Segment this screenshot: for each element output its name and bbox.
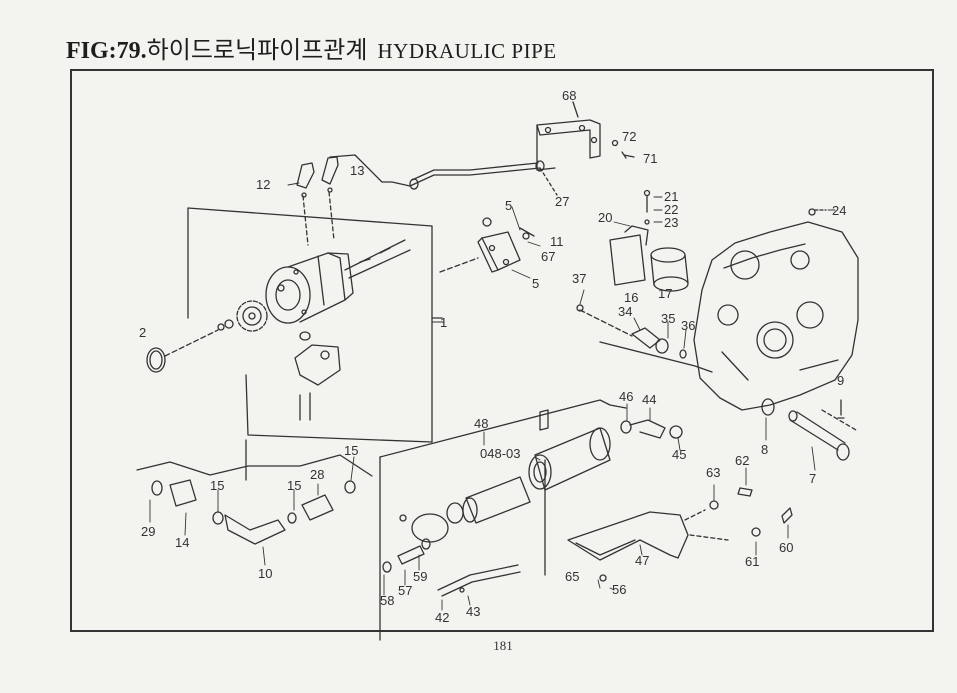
pump-drive-gear (217, 300, 268, 332)
callout-16: 16 (624, 290, 638, 305)
title-korean: 하이드로닉파이프관계 (146, 38, 368, 64)
callout-13: 13 (350, 163, 364, 178)
title-english: HYDRAULIC PIPE (377, 39, 557, 63)
callout-60: 60 (779, 540, 793, 555)
callout-58: 58 (380, 593, 394, 608)
callout-14: 14 (175, 535, 189, 550)
callout-12: 12 (256, 177, 270, 192)
callout-27: 27 (555, 194, 569, 209)
callout-56: 56 (612, 582, 626, 597)
callout-15c: 15 (344, 443, 358, 458)
callout-62: 62 (735, 453, 749, 468)
leader-lines (149, 182, 836, 611)
callout-9: 9 (837, 373, 844, 388)
callout-11: 11 (550, 234, 564, 249)
callout-45: 45 (672, 447, 686, 462)
pump-flange (294, 331, 341, 421)
callout-72: 72 (622, 129, 636, 144)
callout-44: 44 (642, 392, 656, 407)
callout-5a: 5 (505, 198, 512, 213)
callout-5b: 5 (532, 276, 539, 291)
callout-17: 17 (658, 286, 672, 301)
callout-8: 8 (761, 442, 768, 457)
callout-37: 37 (572, 271, 586, 286)
callout-71: 71 (643, 151, 657, 166)
suction-line (136, 439, 373, 545)
callout-35: 35 (661, 311, 675, 326)
hydraulic-pump (265, 239, 411, 324)
callout-1: 1 (440, 315, 447, 330)
pipe-27 (329, 154, 558, 196)
callout-22: 22 (664, 202, 678, 217)
callout-57: 57 (398, 583, 412, 598)
callout-24: 24 (832, 203, 846, 218)
callout-47: 47 (635, 553, 649, 568)
callout-23: 23 (664, 215, 678, 230)
bracket-5 (439, 217, 535, 273)
callout-34: 34 (618, 304, 632, 319)
callout-65: 65 (565, 569, 579, 584)
bolt-71-72 (611, 139, 635, 159)
outlet-fittings (296, 156, 339, 246)
callout-68: 68 (562, 88, 576, 103)
callout-20: 20 (598, 210, 612, 225)
callout-63: 63 (706, 465, 720, 480)
callout-36: 36 (681, 318, 695, 333)
figure-title: FIG:79.하이드로닉파이프관계 HYDRAULIC PIPE (66, 30, 557, 65)
bracket-68 (536, 101, 601, 171)
page-number: 181 (493, 638, 513, 653)
callout-29: 29 (141, 524, 155, 539)
oil-filter (609, 189, 689, 292)
bracket-47 (567, 509, 729, 582)
callout-28: 28 (310, 467, 324, 482)
callout-59: 59 (413, 569, 427, 584)
callout-48: 48 (474, 416, 488, 431)
callout-2: 2 (139, 325, 146, 340)
parts-57-59 (382, 538, 431, 573)
lower-assembly-outline (379, 399, 627, 641)
pipe-42 (437, 564, 521, 597)
callout-labels: 1 2 5 5 7 8 9 10 11 12 13 14 15 15 15 16… (139, 88, 846, 625)
callout-048-03: 048-03 (480, 446, 520, 461)
callout-15b: 15 (287, 478, 301, 493)
callout-15a: 15 (210, 478, 224, 493)
callout-42: 42 (435, 610, 449, 625)
suction-pipe-7 (761, 398, 857, 461)
o-ring-2 (146, 329, 219, 373)
callout-67: 67 (541, 249, 555, 264)
callout-7: 7 (809, 471, 816, 486)
callout-46: 46 (619, 389, 633, 404)
callout-43: 43 (466, 604, 480, 619)
figure-code: FIG:79. (66, 38, 147, 64)
callout-21: 21 (664, 189, 678, 204)
callout-61: 61 (745, 554, 759, 569)
callout-10: 10 (258, 566, 272, 581)
fittings-34-37 (576, 304, 713, 373)
bolts-60-63 (709, 487, 793, 537)
diagram-frame (70, 69, 934, 632)
pump-assembly-outline (187, 207, 443, 443)
transmission-case (693, 208, 859, 411)
hose-44 (620, 419, 683, 439)
